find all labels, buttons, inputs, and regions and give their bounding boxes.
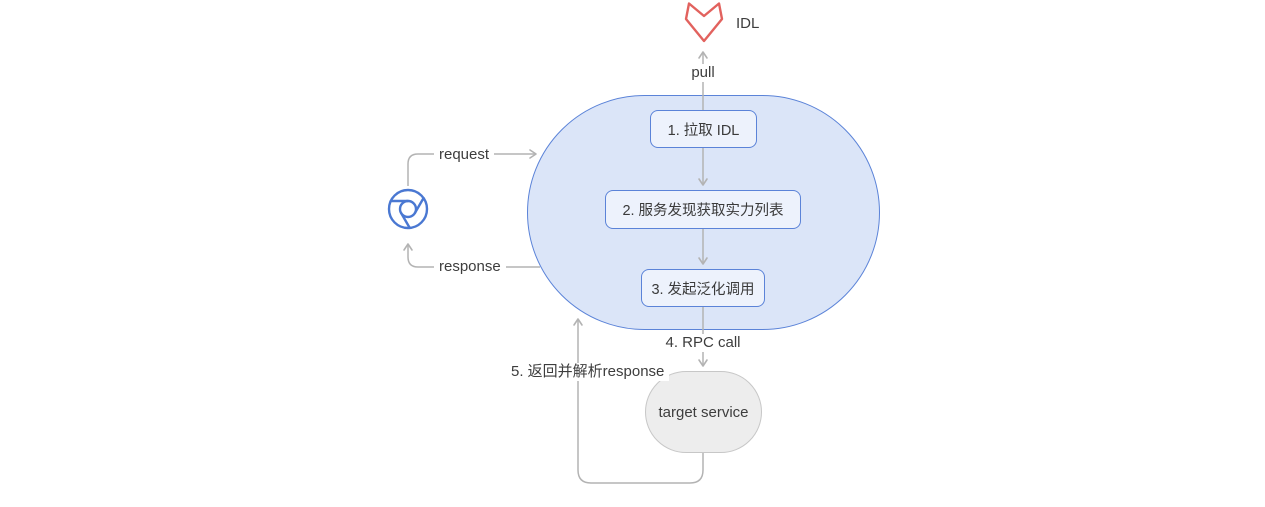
chrome-icon (387, 188, 429, 230)
step-label: 1. 拉取 IDL (667, 122, 740, 139)
request-label: request (434, 146, 495, 164)
step-box-pull-idl: 1. 拉取 IDL (650, 110, 757, 148)
step-label: 2. 服务发现获取实力列表 (622, 203, 784, 219)
return-response-label: 5. 返回并解析response (506, 363, 670, 381)
idl-label: IDL (736, 15, 760, 32)
target-service-label: target service (658, 403, 749, 421)
pull-label: pull (686, 64, 720, 82)
gitlab-icon (684, 2, 724, 43)
target-service-node: target service (645, 371, 762, 453)
response-label: response (434, 258, 506, 276)
rpc-call-label: 4. RPC call (660, 334, 746, 352)
step-label: 3. 发起泛化调用 (651, 281, 755, 298)
step-box-service-discovery: 2. 服务发现获取实力列表 (605, 190, 801, 229)
step-box-generic-call: 3. 发起泛化调用 (641, 269, 765, 307)
